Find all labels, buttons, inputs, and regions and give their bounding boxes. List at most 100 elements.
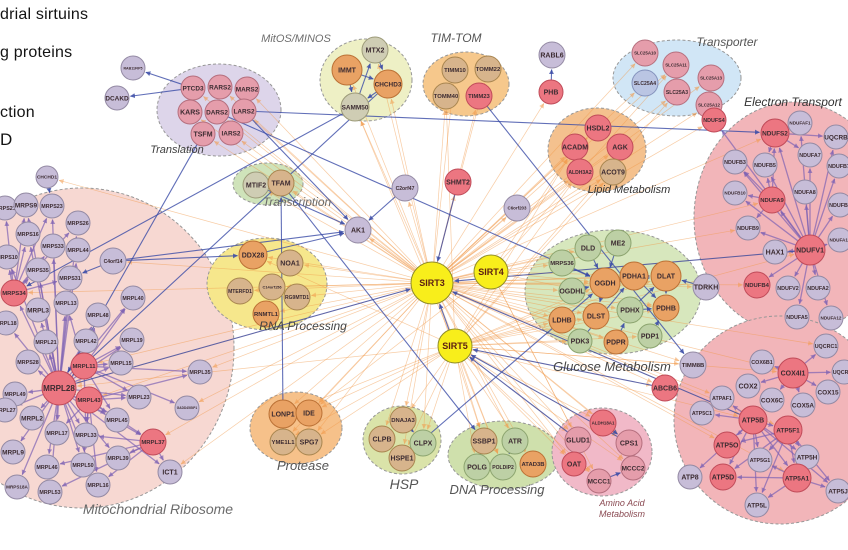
node-SIRT5[interactable]: SIRT5 (437, 328, 473, 364)
node-MRPS26[interactable]: MRPS26 (65, 210, 91, 236)
node-MRPL11[interactable]: MRPL11 (70, 352, 98, 380)
node-MRPS9[interactable]: MRPS9 (13, 192, 39, 218)
node-SIRT3[interactable]: SIRT3 (410, 261, 454, 305)
node-circle-MRPL23[interactable] (126, 384, 152, 410)
node-circle-DLAT[interactable] (650, 260, 682, 292)
node-circle-MRPL27[interactable] (0, 397, 18, 423)
node-SLC25A3[interactable]: SLC25A3 (663, 78, 691, 106)
node-YME1L1[interactable]: YME1L1 (269, 428, 297, 456)
node-IDE[interactable]: IDE (295, 399, 323, 427)
node-MRPS31[interactable]: MRPS31 (57, 265, 83, 291)
node-MRPL40[interactable]: MRPL40 (120, 285, 146, 311)
node-MRPL33[interactable]: MRPL33 (73, 422, 99, 448)
node-circle-MRPS10[interactable] (0, 244, 20, 270)
node-MRPS36[interactable]: MRPS36 (548, 249, 576, 277)
node-circle-COX15[interactable] (815, 379, 841, 405)
node-NDUFB9[interactable]: NDUFB9 (735, 215, 761, 241)
node-circle-MTERFD1[interactable] (226, 277, 254, 305)
node-circle-PDK3[interactable] (567, 328, 593, 354)
node-circle-SIRT4[interactable] (473, 254, 509, 290)
node-circle-TOMM40[interactable] (432, 82, 460, 110)
node-ALDH18A1[interactable]: ALDH18A1 (589, 409, 617, 437)
node-circle-MRPL48[interactable] (85, 302, 111, 328)
node-circle-MRPL39[interactable] (105, 445, 131, 471)
node-MRPS23[interactable]: MRPS23 (39, 193, 65, 219)
node-circle-NDUFB4[interactable] (743, 271, 771, 299)
node-PHB[interactable]: PHB (538, 79, 564, 105)
node-MRPS10[interactable]: MRPS10 (0, 244, 20, 270)
node-MRPL18[interactable]: MRPL18 (0, 310, 19, 336)
node-circle-NDUFB5[interactable] (752, 152, 778, 178)
node-ABCB6[interactable]: ABCB6 (651, 374, 679, 402)
node-UQCRB[interactable]: UQCRB (823, 124, 848, 150)
node-TDRKH[interactable]: TDRKH (692, 273, 720, 301)
node-circle-COX4I1[interactable] (777, 357, 809, 389)
node-circle-SLC25A11[interactable] (662, 51, 690, 79)
node-circle-ME2[interactable] (604, 229, 632, 257)
node-circle-RAB11FIP5[interactable] (120, 55, 146, 81)
node-circle-ATP5C1[interactable] (689, 400, 715, 426)
node-CLPB[interactable]: CLPB (368, 425, 396, 453)
node-circle-COX2[interactable] (735, 373, 761, 399)
node-NDUFB2[interactable]: NDUFB2 (827, 192, 848, 218)
node-COX2[interactable]: COX2 (735, 373, 761, 399)
node-circle-C4orf14[interactable] (99, 247, 127, 275)
node-circle-MRPS18A[interactable] (4, 474, 30, 500)
node-circle-ATP5D[interactable] (709, 463, 737, 491)
node-SLC25A10[interactable]: SLC25A10 (631, 39, 659, 67)
node-MRPL48[interactable]: MRPL48 (85, 302, 111, 328)
node-circle-MRPL17[interactable] (44, 420, 70, 446)
node-TFAM[interactable]: TFAM (267, 169, 295, 197)
node-circle-PDHX[interactable] (616, 296, 644, 324)
node-circle-PDP1[interactable] (637, 323, 663, 349)
node-NDUFA8[interactable]: NDUFA8 (792, 179, 818, 205)
node-NDUFA10[interactable]: NDUFA10 (827, 227, 848, 253)
node-C2orf47[interactable]: C2orf47 (391, 174, 419, 202)
node-circle-IARS2[interactable] (218, 120, 244, 146)
node-SIRT4[interactable]: SIRT4 (473, 254, 509, 290)
node-MRPL19[interactable]: MRPL19 (119, 327, 145, 353)
node-circle-HSDL2[interactable] (584, 114, 612, 142)
node-circle-DLST[interactable] (582, 302, 610, 330)
node-circle-TIMM10[interactable] (441, 56, 469, 84)
node-circle-MRPL53[interactable] (37, 479, 63, 505)
node-circle-UQCRC2[interactable] (831, 359, 848, 385)
node-LDHB[interactable]: LDHB (548, 306, 576, 334)
node-circle-HAX1[interactable] (762, 239, 788, 265)
node-circle-C6orf203[interactable] (503, 194, 531, 222)
node-DDX28[interactable]: DDX28 (238, 240, 268, 270)
node-RNMTL1[interactable]: RNMTL1 (252, 300, 280, 328)
node-circle-TSFM[interactable] (190, 121, 216, 147)
node-circle-SAMM50[interactable] (340, 92, 370, 122)
node-circle-CHCHD1[interactable] (35, 165, 59, 189)
node-NOA1[interactable]: NOA1 (276, 249, 304, 277)
node-circle-OAT[interactable] (561, 451, 587, 477)
node-circle-DNAJA3[interactable] (389, 406, 417, 434)
node-circle-DDX28[interactable] (238, 240, 268, 270)
node-COX4I1[interactable]: COX4I1 (777, 357, 809, 389)
node-PDHB[interactable]: PDHB (652, 294, 680, 322)
node-SLC25A13[interactable]: SLC25A13 (697, 64, 725, 92)
node-circle-SPG7[interactable] (295, 428, 323, 456)
node-circle-ATP5F1[interactable] (773, 415, 803, 445)
node-circle-NDUFAF1[interactable] (787, 110, 813, 136)
node-circle-MRPL44[interactable] (65, 237, 91, 263)
node-circle-MRPS9[interactable] (13, 192, 39, 218)
node-circle-NDUFB10[interactable] (722, 180, 748, 206)
node-circle-ATP5B[interactable] (738, 405, 768, 435)
node-ATP5O[interactable]: ATP5O (713, 431, 741, 459)
node-KARS[interactable]: KARS (177, 99, 203, 125)
node-ATPAF1[interactable]: ATPAF1 (709, 385, 735, 411)
node-ATP5G1[interactable]: ATP5G1 (747, 447, 773, 473)
node-circle-ATR[interactable] (501, 427, 529, 455)
node-circle-POLDIP2[interactable] (489, 453, 517, 481)
node-PDHX[interactable]: PDHX (616, 296, 644, 324)
node-circle-NDUFV2[interactable] (775, 275, 801, 301)
node-MCCC1[interactable]: MCCC1 (586, 468, 612, 494)
node-circle-MRPL3[interactable] (25, 297, 51, 323)
node-circle-NDUFS4[interactable] (701, 107, 727, 133)
node-ACOT9[interactable]: ACOT9 (599, 158, 627, 186)
node-circle-ALDH3A2[interactable] (566, 158, 594, 186)
node-circle-ATP5A1[interactable] (782, 463, 812, 493)
node-MRPS33[interactable]: MRPS33 (40, 233, 66, 259)
